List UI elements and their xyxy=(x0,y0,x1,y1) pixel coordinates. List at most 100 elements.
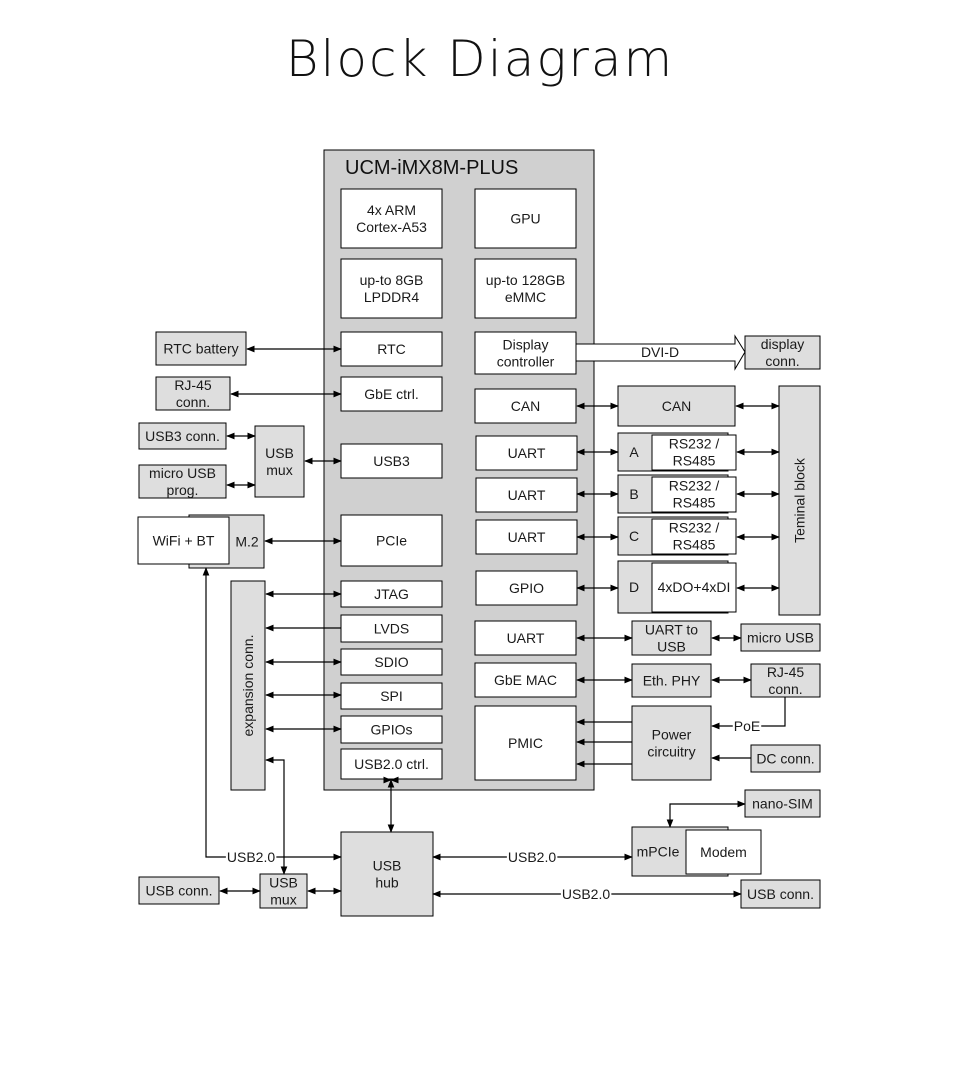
usb-hub-box xyxy=(340,831,434,917)
serial-port-d-label: 4xDO+4xDI xyxy=(658,579,731,595)
rj45-right-box xyxy=(750,663,821,698)
rtc-block xyxy=(340,331,443,367)
dc-conn-box-label: DC conn. xyxy=(756,751,814,767)
gpio-block-label: GPIO xyxy=(509,580,544,596)
nano-sim-box xyxy=(744,789,821,818)
mpcie-box-label: mPCIe xyxy=(637,844,680,860)
usb-conn-left-box xyxy=(138,876,220,905)
serial-port-d-letter: D xyxy=(629,579,639,595)
module-name: UCM-iMX8M-PLUS xyxy=(345,157,518,179)
uart-c-block-label: UART xyxy=(508,529,546,545)
uart-a-block xyxy=(475,435,578,471)
rtc-block-label: RTC xyxy=(377,341,406,357)
pcie-block-label: PCIe xyxy=(376,533,407,549)
usb3-conn-box-label: USB3 conn. xyxy=(145,428,220,444)
serial-port-c-letter: C xyxy=(629,528,639,544)
page-title: Block Diagram xyxy=(285,30,675,88)
wire-nano-sim xyxy=(666,800,746,828)
gpios-block xyxy=(340,715,443,744)
ram-block xyxy=(340,258,443,319)
gpio-block xyxy=(475,570,578,606)
micro-usb-box-label: micro USB xyxy=(747,630,814,646)
can-block xyxy=(474,388,577,424)
gpios-block-label: GPIOs xyxy=(370,722,412,738)
usb2-mpcie-label: USB2.0 xyxy=(508,849,556,865)
pmic-block xyxy=(474,705,577,781)
expansion-conn-box-label: expansion conn. xyxy=(240,635,256,737)
cpu-block xyxy=(340,188,443,249)
serial-port-a-letter: A xyxy=(629,444,639,460)
uart-b-block xyxy=(475,477,578,513)
uart-a-block-label: UART xyxy=(508,445,546,461)
usb2-right-label: USB2.0 xyxy=(562,886,610,902)
usb3-block-label: USB3 xyxy=(373,453,410,469)
can-ext-box-label: CAN xyxy=(662,398,692,414)
rtc-battery-box-label: RTC battery xyxy=(163,341,238,357)
usb2-left-label-bg xyxy=(225,849,277,865)
sdio-block-label: SDIO xyxy=(374,654,408,670)
pmic-block-label: PMIC xyxy=(508,735,543,751)
gbe-mac-block xyxy=(474,662,577,698)
serial-port-d-inner xyxy=(651,562,737,613)
usb2-right-label-bg xyxy=(560,886,612,902)
rtc-battery-box xyxy=(155,331,247,366)
gbe-ctrl-block xyxy=(340,376,443,412)
lvds-block-label: LVDS xyxy=(374,621,410,637)
serial-port-c-label: RS232 /RS485 xyxy=(669,520,720,553)
eth-phy-box-label: Eth. PHY xyxy=(643,673,701,689)
dvi-d-label: DVI-D xyxy=(641,344,679,360)
dvi-d-arrow xyxy=(575,334,746,371)
micro-usb-box xyxy=(740,623,821,652)
m2-box-label: M.2 xyxy=(235,534,259,550)
wifi-bt-box-label: WiFi + BT xyxy=(153,533,215,549)
poe-label-bg xyxy=(732,718,762,734)
uart-b-block-label: UART xyxy=(508,487,546,503)
usb-conn-left-box-label: USB conn. xyxy=(146,883,213,899)
can-ext-box xyxy=(617,385,736,427)
usb-mux-bottom-box xyxy=(259,873,308,909)
usb3-block xyxy=(340,443,443,479)
terminal-block-box xyxy=(778,385,821,616)
usb2-left-label: USB2.0 xyxy=(227,849,275,865)
usb2-ctrl-block-label: USB2.0 ctrl. xyxy=(354,756,429,772)
serial-port-c-inner xyxy=(651,518,737,555)
usb-conn-right-box xyxy=(740,879,821,909)
uart-d-block-label: UART xyxy=(507,630,545,646)
usb2-mpcie-label-bg xyxy=(506,849,558,865)
usb3-conn-box xyxy=(138,422,227,450)
gpu-block-label: GPU xyxy=(510,211,540,227)
power-circuitry-box xyxy=(631,705,712,781)
serial-port-a-inner xyxy=(651,434,737,471)
spi-block-label: SPI xyxy=(380,688,403,704)
jtag-block-label: JTAG xyxy=(374,586,409,602)
serial-port-b-inner xyxy=(651,476,737,513)
display-controller-block xyxy=(474,331,577,375)
micro-usb-prog-box xyxy=(138,464,227,499)
wifi-bt-box xyxy=(137,516,230,565)
serial-port-b-label: RS232 /RS485 xyxy=(669,478,720,511)
modem-box-label: Modem xyxy=(700,844,747,860)
serial-port-a-label: RS232 /RS485 xyxy=(669,436,720,469)
gbe-ctrl-block-label: GbE ctrl. xyxy=(364,386,418,402)
display-conn-box xyxy=(744,335,821,370)
nano-sim-box-label: nano-SIM xyxy=(752,796,813,812)
usb-mux-top-box xyxy=(254,425,305,498)
wire-usb2-wifi xyxy=(202,567,342,861)
pcie-block xyxy=(340,514,443,567)
uart-d-block xyxy=(474,620,577,656)
poe-label: PoE xyxy=(734,718,760,734)
gbe-mac-block-label: GbE MAC xyxy=(494,672,557,688)
